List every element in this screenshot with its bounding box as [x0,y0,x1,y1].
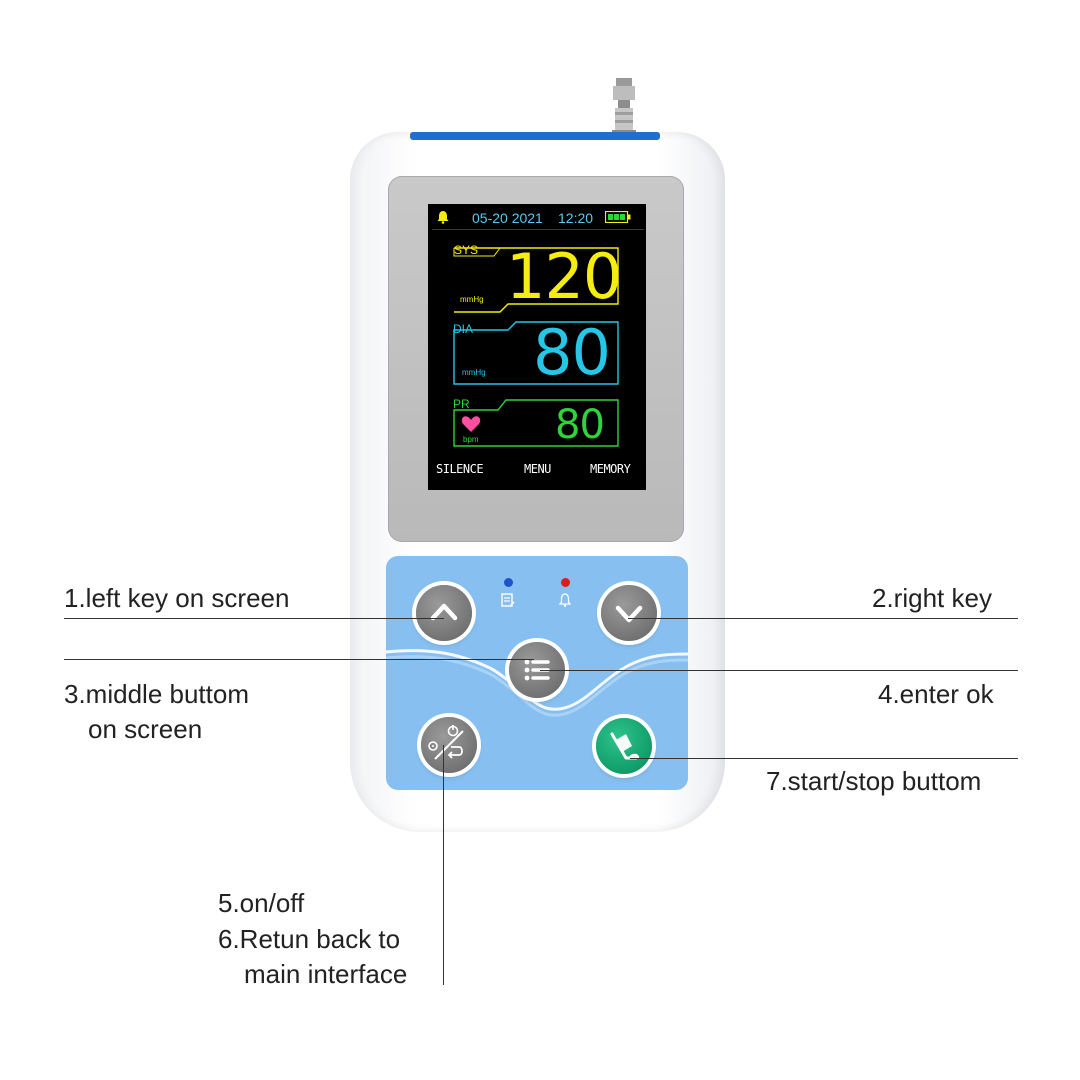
leader-right-key [628,618,1018,620]
lcd-screen [428,204,646,490]
battery-icon [605,211,631,223]
left-key-button[interactable] [416,585,472,641]
dia-value: 80 [533,316,611,389]
pr-unit: bpm [463,435,479,444]
power-return-button[interactable] [421,717,477,773]
callout-middle-line1: 3.middle buttom [64,679,249,709]
callout-return-line2: main interface [244,959,408,989]
leader-enter-ok [540,670,1018,672]
callout-on-off: 5.on/off [218,888,305,918]
keypad-wave [386,649,688,717]
alarm-led-red [561,578,570,587]
callout-left-key: 1.left key on screen [64,583,290,613]
cuff-connector [612,78,636,136]
softkey-silence-label: SILENCE [436,462,484,476]
sys-unit: mmHg [460,295,484,304]
sys-label: SYS [454,243,479,257]
callout-enter-ok: 4.enter ok [878,679,994,709]
alarm-bell-icon [558,593,572,607]
status-led-blue [504,578,513,587]
power-return-icon [428,725,464,760]
callout-right-key: 2.right key [872,583,992,613]
dia-label: DIA [453,322,474,336]
heart-icon [461,416,481,432]
callout-return-line1: 6.Retun back to [218,924,401,954]
sys-value: 120 [506,240,622,313]
leader-power-return [443,745,445,985]
reading-frames [453,247,619,447]
leader-start-stop [630,758,1018,760]
lcd-time: 12:20 [558,210,594,226]
softkey-memory-label: MEMORY [590,462,631,476]
right-key-button[interactable] [601,585,657,641]
softkey-menu-label: MENU [524,462,551,476]
callout-middle-line2: on screen [88,714,203,744]
callout-start-stop: 7.start/stop buttom [766,766,982,796]
leader-left-key [64,618,444,620]
cuff-arm-icon [610,732,640,760]
chevron-up-icon [430,603,458,621]
top-blue-stripe [410,132,660,140]
leader-middle-button [64,659,534,661]
lcd-date: 05-20 2021 [472,210,543,226]
status-divider [432,229,644,230]
chevron-down-icon [615,605,643,623]
bell-icon [437,211,449,224]
pr-label: PR [453,397,470,411]
dia-unit: mmHg [462,368,486,377]
record-icon [501,593,515,607]
pr-value: 80 [555,402,605,448]
start-stop-button[interactable] [596,718,652,774]
